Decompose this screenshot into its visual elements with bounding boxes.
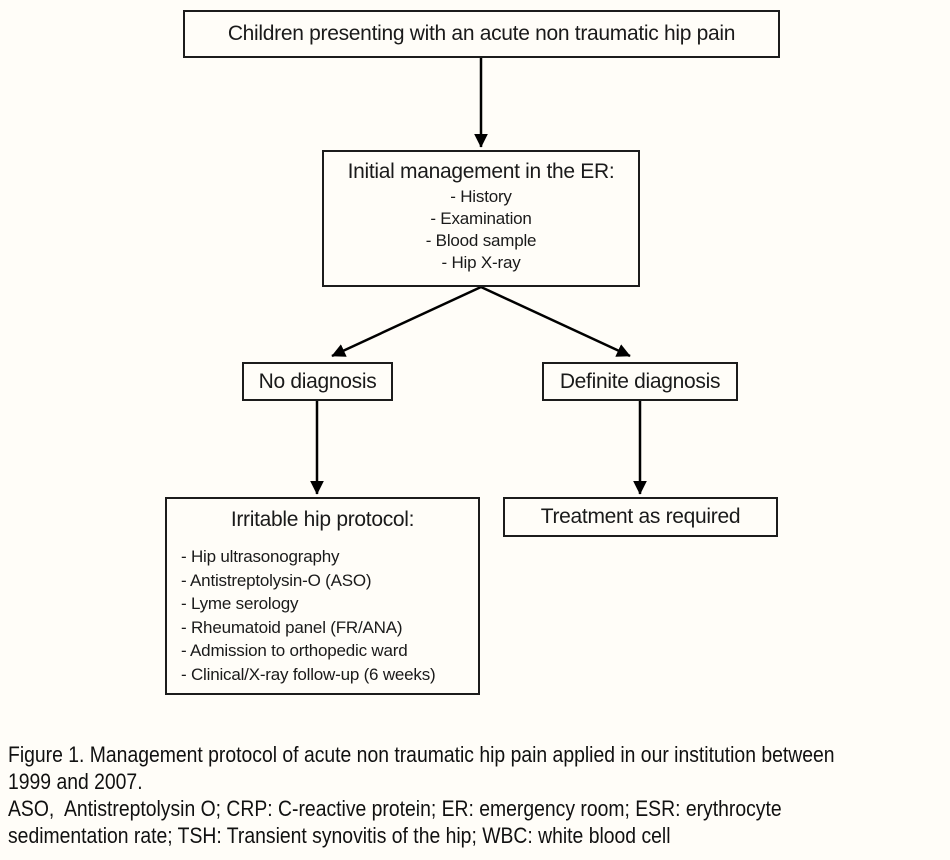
presenting-label: Children presenting with an acute non tr… bbox=[227, 22, 736, 45]
caption-line: sedimentation rate; TSH: Transient synov… bbox=[8, 823, 671, 848]
definite-diagnosis-box: Definite diagnosis bbox=[542, 362, 738, 401]
no-diagnosis-box: No diagnosis bbox=[242, 362, 393, 401]
irritable-hip-protocol-box: Irritable hip protocol: - Hip ultrasonog… bbox=[165, 497, 480, 695]
initial-management-item: - History bbox=[450, 187, 512, 206]
initial-management-item: - Examination bbox=[430, 209, 532, 228]
arrow-initial-to-no-diagnosis bbox=[331, 285, 482, 358]
presenting-box: Children presenting with an acute non tr… bbox=[183, 10, 780, 58]
no-diagnosis-label: No diagnosis bbox=[258, 369, 377, 393]
definite-diagnosis-label: Definite diagnosis bbox=[559, 369, 721, 393]
irritable-hip-protocol-list: - Hip ultrasonography - Antistreptolysin… bbox=[167, 545, 478, 686]
treatment-label: Treatment as required bbox=[540, 505, 741, 528]
irritable-hip-protocol-item: - Hip ultrasonography bbox=[181, 547, 340, 566]
initial-management-list: - History - Examination - Blood sample -… bbox=[426, 186, 537, 274]
initial-management-item: - Blood sample bbox=[425, 231, 537, 250]
arrow-initial-to-definite-diagnosis bbox=[480, 285, 631, 358]
figure-caption: Figure 1. Management protocol of acute n… bbox=[8, 741, 950, 849]
irritable-hip-protocol-item: - Admission to orthopedic ward bbox=[181, 641, 408, 660]
irritable-hip-protocol-item: - Lyme serology bbox=[181, 594, 299, 613]
irritable-hip-protocol-item: - Clinical/X-ray follow-up (6 weeks) bbox=[181, 664, 436, 684]
initial-management-title: Initial management in the ER: bbox=[347, 160, 615, 183]
initial-management-item: - Hip X-ray bbox=[441, 253, 521, 272]
irritable-hip-protocol-title: Irritable hip protocol: bbox=[230, 508, 415, 531]
irritable-hip-protocol-item: - Rheumatoid panel (FR/ANA) bbox=[181, 617, 403, 637]
treatment-box: Treatment as required bbox=[503, 497, 778, 537]
irritable-hip-protocol-item: - Antistreptolysin-O (ASO) bbox=[181, 570, 372, 590]
caption-line: ASO, Antistreptolysin O; CRP: C-reactive… bbox=[8, 796, 782, 821]
caption-line: 1999 and 2007. bbox=[8, 769, 143, 794]
initial-management-box: Initial management in the ER: - History … bbox=[322, 150, 640, 287]
caption-line: Figure 1. Management protocol of acute n… bbox=[8, 742, 835, 767]
